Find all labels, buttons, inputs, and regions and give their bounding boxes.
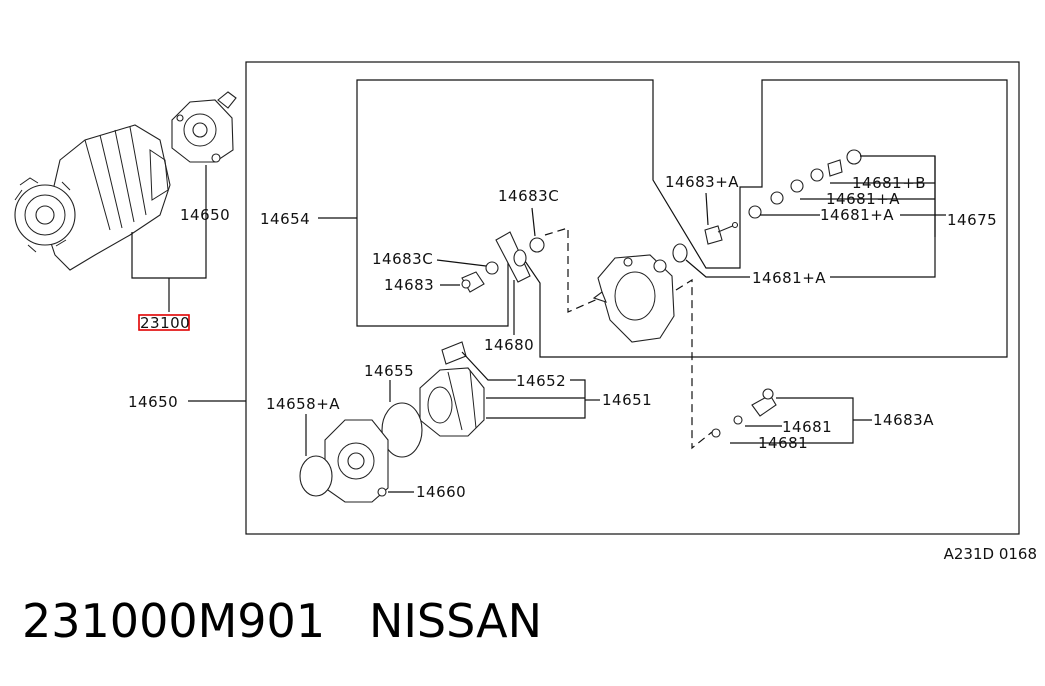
dashed-line-a: [544, 227, 601, 313]
label-14680: 14680: [484, 336, 534, 354]
label-14652: 14652: [516, 372, 566, 390]
diagram-code: A231D 0168: [943, 545, 1037, 563]
o-ring: [672, 243, 688, 263]
label-14660: 14660: [416, 483, 466, 501]
label-14658a: 14658+A: [266, 395, 340, 413]
terminal-parts: [461, 231, 545, 293]
label-14675: 14675: [947, 211, 997, 229]
main-frame: [245, 61, 1020, 535]
label-14683a-plus: 14683+A: [665, 173, 739, 191]
label-14683: 14683: [384, 276, 434, 294]
regulator-housing: [592, 254, 675, 343]
rear-cover-illustration: [171, 91, 237, 163]
label-14681a-3: 14681+A: [752, 269, 826, 287]
dashed-line-b: [675, 278, 713, 450]
label-14681-1: 14681: [782, 418, 832, 436]
label-14681-2: 14681: [758, 434, 808, 452]
label-14650-left: 14650: [128, 393, 178, 411]
gasket-14655: [381, 402, 423, 458]
highlight-23100: [138, 314, 190, 331]
rear-cover-14660: [324, 419, 389, 503]
label-14683c-b: 14683C: [372, 250, 433, 268]
label-14681a-2: 14681+A: [820, 206, 894, 224]
bolt-parts: [711, 388, 777, 438]
label-14683a: 14683A: [873, 411, 934, 429]
label-14651: 14651: [602, 391, 652, 409]
label-23100: 23100: [140, 314, 190, 332]
part-number-footer: 231000M901 NISSAN: [22, 594, 543, 648]
label-14654: 14654: [260, 210, 310, 228]
alternator-illustration: [14, 124, 171, 271]
stud-parts: [704, 149, 862, 245]
label-14683c-a: 14683C: [498, 187, 559, 205]
leader-23100: [131, 165, 207, 312]
frame-14654: [356, 79, 1008, 358]
seal-14658a: [299, 455, 333, 497]
brush-holder: [419, 341, 485, 437]
label-14655: 14655: [364, 362, 414, 380]
label-14650-top: 14650: [180, 206, 230, 224]
